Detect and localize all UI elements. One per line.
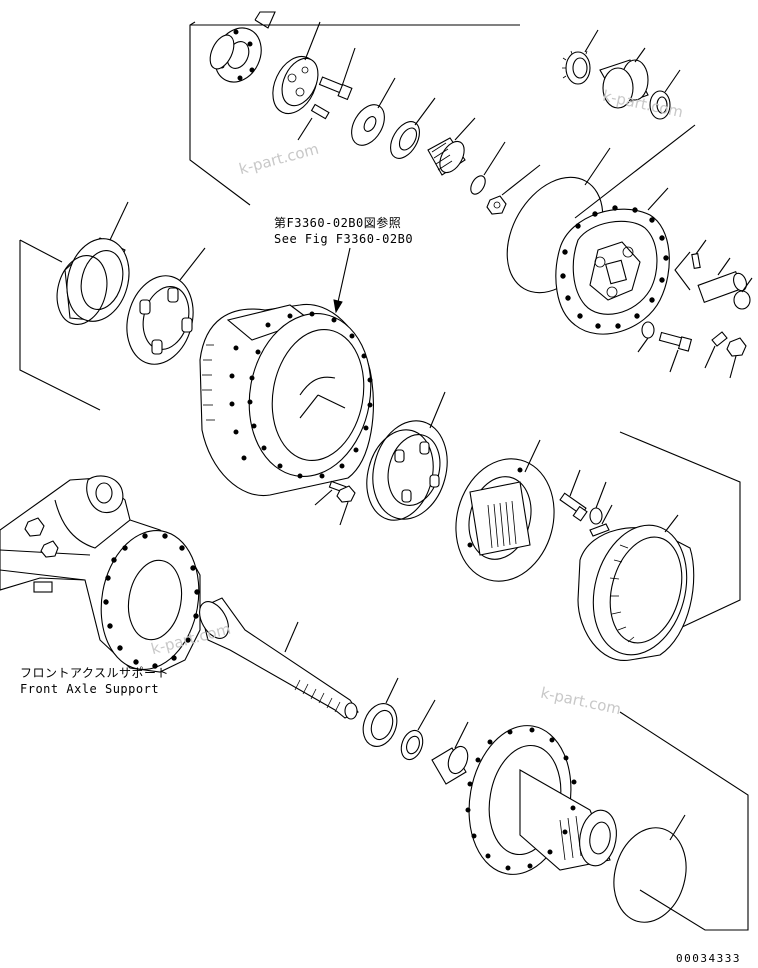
- spindle-part: [465, 725, 617, 875]
- right-pin-bracket: [674, 251, 691, 291]
- needle-bearing-part: [427, 117, 476, 176]
- bearing-housing-part: [455, 439, 555, 582]
- lower-o-ring-part: [613, 814, 687, 923]
- figure-code: 00034333: [676, 952, 741, 965]
- seal-ring-part: [400, 699, 436, 761]
- front-axle-support-label-en: Front Axle Support: [20, 682, 160, 696]
- planet-carrier-plate-part: [272, 21, 321, 115]
- wheel-hub-part: [199, 303, 374, 497]
- housing-bolt-part: [559, 469, 588, 522]
- bearing-cone-part: [390, 97, 436, 159]
- bolt-part: [318, 47, 356, 101]
- axle-shaft-part: [199, 597, 359, 720]
- left-group-bracket: [19, 239, 101, 411]
- planet-gear-large-part: [599, 47, 649, 109]
- front-axle-support-label-jp: フロントアクスルサポート: [20, 666, 170, 680]
- spacer-plate-part: [351, 77, 396, 146]
- hub-bearing-part: [366, 391, 448, 521]
- reference-label-jp: 第F3360-02B0図参照: [274, 216, 402, 230]
- bushing-part: [431, 721, 469, 785]
- lock-washer-part: [637, 321, 655, 353]
- lower-right-bracket: [619, 711, 749, 931]
- spring-pin-part: [691, 239, 707, 270]
- planet-carrier-part: [555, 187, 670, 335]
- ring-gear-part: [577, 514, 695, 661]
- thrust-washer-part: [209, 11, 276, 83]
- planet-bearing-part: [649, 69, 681, 120]
- planet-gear-small-part: [562, 29, 599, 85]
- bearing-cup-part: [56, 201, 130, 325]
- lock-plate-part: [589, 504, 613, 537]
- front-axle-support-part: [0, 475, 201, 673]
- oil-seal-part: [362, 677, 399, 747]
- hub-nut-part: [336, 485, 356, 526]
- snap-ring-part: [470, 141, 506, 195]
- nut-part: [486, 164, 541, 215]
- reference-label-en[interactable]: See Fig F3360-02B0: [274, 232, 414, 246]
- bearing-roller-part: [126, 247, 206, 365]
- housing-washer-part: [589, 481, 607, 525]
- reference-arrow: [333, 247, 351, 314]
- pin-part: [297, 103, 330, 141]
- hex-nut-part: [726, 337, 747, 379]
- carrier-shaft-part: [697, 257, 753, 310]
- carrier-bolt-part: [658, 331, 693, 373]
- plate-part: [704, 331, 728, 369]
- upper-left-group-bracket: [189, 21, 520, 206]
- right-group-leader-1: [574, 124, 696, 219]
- right-middle-bracket: [619, 431, 741, 629]
